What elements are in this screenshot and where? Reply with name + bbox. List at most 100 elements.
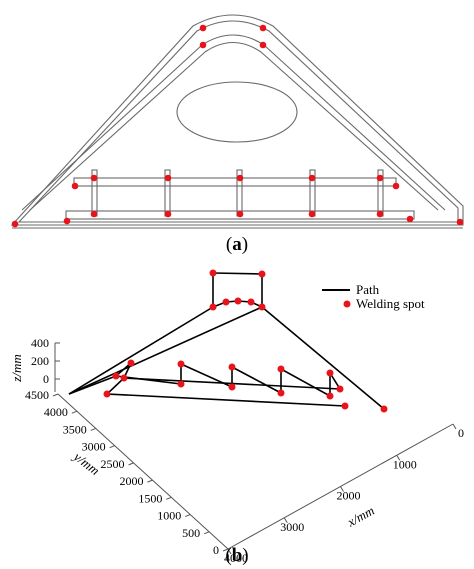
weld-spot-b (112, 372, 120, 380)
y-tick-label: 3000 (82, 440, 106, 454)
y-tick-label: 500 (182, 526, 200, 540)
y-tick-label: 2000 (119, 474, 143, 488)
weld-spot-a (90, 174, 98, 182)
weld-spot-a (164, 174, 172, 182)
legend-spot-label: Welding spot (356, 296, 425, 311)
weld-spot-b (177, 380, 185, 388)
z-tick-label: 400 (31, 336, 49, 350)
path-segment (212, 272, 263, 275)
caption-a-open: ( (226, 234, 232, 255)
y-tick-mark (185, 514, 191, 518)
weld-spot-a (259, 41, 267, 49)
weld-spot-b (326, 369, 334, 377)
weld-spot-a (164, 210, 172, 218)
legend-path-label: Path (356, 282, 380, 297)
x-tick-mark (452, 423, 457, 430)
x-axis-ticks: 0 1000 2000 3000 4000 (224, 423, 464, 565)
weld-spot-a (71, 182, 79, 190)
y-tick-mark (109, 445, 115, 449)
y-tick-label: 4000 (44, 405, 68, 419)
y-tick-label: 0 (213, 543, 219, 557)
weld-spot-b (258, 270, 266, 278)
x-tick-label: 2000 (337, 489, 361, 503)
y-tick-mark (222, 548, 229, 552)
ellipse-cutout (176, 81, 298, 143)
welding-spots (103, 269, 388, 413)
caption-b-letter: b (232, 545, 243, 566)
x-tick-label: 3000 (280, 520, 304, 534)
weld-spot-a (376, 174, 384, 182)
x-tick-label: 0 (458, 426, 464, 440)
y-tick-mark (52, 393, 59, 397)
weld-spot-b (234, 297, 242, 305)
weld-spot-b (326, 392, 334, 400)
weld-spot-b (228, 363, 236, 371)
y-tick-label: 1500 (138, 491, 162, 505)
weld-spot-b (380, 405, 388, 413)
weld-spot-a (11, 220, 19, 228)
x-axis-label: x/mm (344, 503, 377, 530)
caption-a-letter: a (232, 234, 242, 255)
x-tick-label: 1000 (393, 457, 417, 471)
z-axis-label: z/mm (9, 354, 24, 382)
y-tick-mark (147, 479, 153, 483)
legend: Path Welding spot (322, 282, 425, 311)
weld-spot-a (199, 24, 207, 32)
weld-spot-b (247, 298, 255, 306)
y-tick-label: 4500 (25, 388, 49, 402)
y-tick-mark (166, 496, 172, 500)
z-tick-label: 0 (43, 372, 49, 386)
weld-spot-b (277, 365, 285, 373)
x-tick-mark (283, 517, 288, 524)
weld-spot-b (209, 303, 217, 311)
z-tick-label: 200 (31, 354, 49, 368)
x-tick-mark (227, 548, 232, 555)
weld-spot-a (236, 210, 244, 218)
weld-spot-b (336, 385, 344, 393)
legend-spot-swatch (343, 300, 351, 308)
weld-spot-b (127, 359, 135, 367)
weld-spot-a (63, 217, 71, 225)
y-tick-label: 3500 (63, 422, 87, 436)
weld-spot-b (222, 298, 230, 306)
weld-spot-b (228, 383, 236, 391)
x-tick-mark (340, 486, 344, 492)
weld-spot-b (177, 360, 185, 368)
y-tick-label: 1000 (157, 509, 181, 523)
caption-b-open: ( (225, 545, 231, 566)
path-segment (68, 306, 214, 395)
weld-spot-a (236, 174, 244, 182)
weld-spot-b (341, 402, 349, 410)
y-tick-mark (90, 427, 96, 431)
weld-spot-a (199, 41, 207, 49)
panel-a-drawing (10, 14, 464, 229)
inner-frame-outline (21, 34, 446, 211)
caption-b-close: ) (242, 545, 248, 566)
y-axis-line (57, 393, 229, 550)
x-tick-label: 4000 (224, 551, 248, 565)
weld-spot-b (209, 269, 217, 277)
path-segment (68, 306, 263, 395)
caption-b: (b) (225, 545, 248, 566)
weld-spot-b (120, 374, 128, 382)
y-tick-mark (203, 531, 210, 535)
weld-spot-a (259, 24, 267, 32)
caption-a-close: ) (242, 234, 248, 255)
y-tick-label: 2500 (101, 457, 125, 471)
path-segment (115, 362, 341, 398)
weld-spot-b (258, 303, 266, 311)
x-tick-mark (396, 454, 401, 461)
weld-spot-a (392, 182, 400, 190)
path-segment (68, 375, 117, 395)
panel-a-weld-spots (11, 24, 464, 228)
weld-spot-a (406, 215, 414, 223)
path-segment (261, 306, 385, 410)
y-tick-mark (128, 462, 134, 466)
z-axis-ticks: 400 200 0 (31, 336, 60, 386)
weld-spot-b (277, 389, 285, 397)
weld-spot-b (103, 390, 111, 398)
